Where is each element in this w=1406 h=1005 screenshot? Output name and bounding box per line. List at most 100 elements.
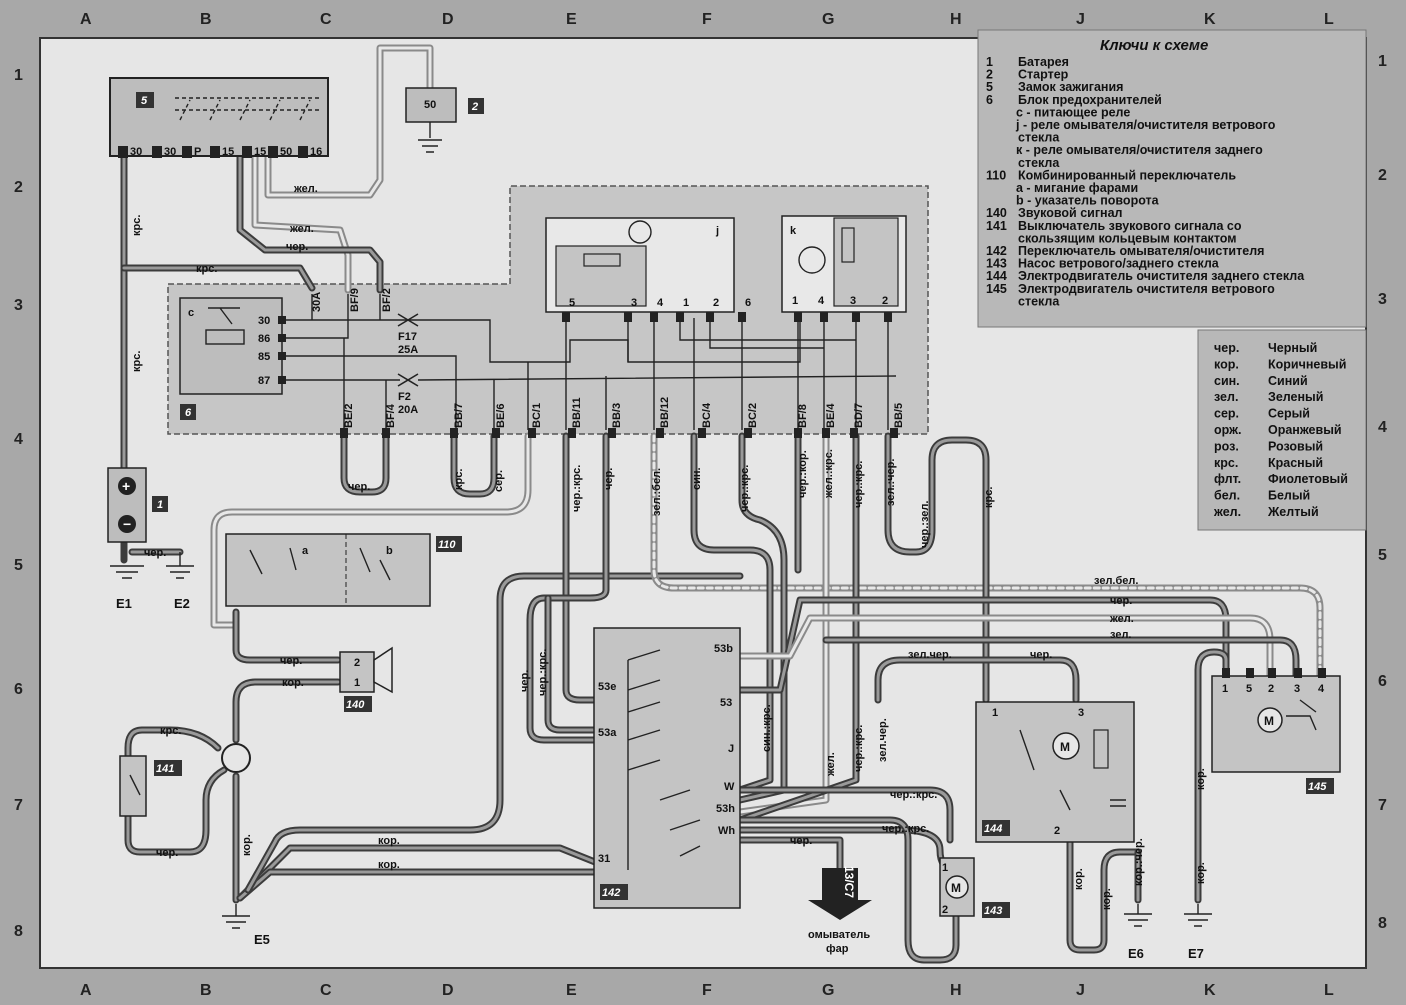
relay-j-pin-label: 6 xyxy=(745,297,751,309)
combination-switch-body xyxy=(225,533,431,607)
horn-icon xyxy=(373,646,393,694)
combination-switch-110: a b 110 xyxy=(225,533,462,607)
color-name: Зеленый xyxy=(1268,390,1323,404)
starter-ground-icon xyxy=(418,122,442,153)
fusebox-number: 6 xyxy=(185,407,192,419)
ignition-switch-number: 5 xyxy=(141,95,148,107)
fusebox-internal-wiring xyxy=(284,294,897,430)
ignition-terminal xyxy=(152,146,162,158)
wire-label-zhel-krs: жел.:крс. xyxy=(823,449,835,499)
wiper-switch-pin-label: 31 xyxy=(598,853,610,865)
ground-e1-icon xyxy=(110,565,144,579)
relay-c-pin-label: 85 xyxy=(258,351,270,363)
legend-item-text: Звуковой сигнал xyxy=(1018,206,1123,220)
windscreen-wiper-terminal xyxy=(1246,668,1254,678)
legend-item-text: Насос ветрового/заднего стекла xyxy=(1018,257,1220,271)
horn-switch-number: 141 xyxy=(156,763,174,775)
relay-k-terminal xyxy=(884,312,892,322)
wire-label-zel-bel-1: зел.:бел. xyxy=(651,468,663,516)
starter-2: 50 2 xyxy=(405,87,484,153)
connector-label: BF/8 xyxy=(797,404,809,428)
relay-c-terminal xyxy=(278,334,286,342)
color-abbr: сер. xyxy=(1214,407,1239,421)
grid-col-l: L xyxy=(1324,11,1334,28)
ground-e2-label: E2 xyxy=(174,596,190,611)
legend-item-text: Электродвигатель очистителя ветрового xyxy=(1018,282,1275,296)
legend-item-text: b - указатель поворота xyxy=(1016,194,1160,208)
relay-k-pin-label: 4 xyxy=(818,295,825,307)
relay-k-label: k xyxy=(790,225,797,237)
ground-e5-label: E5 xyxy=(254,932,270,947)
relay-j-label: j xyxy=(715,225,719,237)
legend-item-text: Блок предохранителей xyxy=(1018,93,1162,107)
connector-label: BB/12 xyxy=(659,397,671,428)
wire-label-cher-7: чер. xyxy=(519,670,531,692)
wire-label-cher-krs-6: чер.:крс. xyxy=(890,789,937,801)
connector-terminal xyxy=(850,428,858,438)
color-name: Красный xyxy=(1268,456,1323,470)
color-key-items: чер.Черныйкор.Коричневыйсин.Синийзел.Зел… xyxy=(1213,341,1348,519)
reference-text: омыватель фар xyxy=(808,929,873,955)
switch-b-label: b xyxy=(386,545,393,557)
wire-label-cher-9: чер. xyxy=(1030,649,1052,661)
rear-wiper-motor-body xyxy=(975,701,1135,843)
color-abbr: флт. xyxy=(1214,472,1241,486)
starter-body xyxy=(405,87,457,123)
grid-col-a: A xyxy=(80,11,92,28)
battery-1: + − 1 xyxy=(107,467,168,543)
color-abbr: чер. xyxy=(1214,341,1239,355)
grid-row-5-right: 5 xyxy=(1378,547,1387,564)
connector-terminal xyxy=(340,428,348,438)
wire-label-sin-krs: син.:крс. xyxy=(761,704,773,752)
washer-pump-motor-label: M xyxy=(951,881,961,895)
ground-e6-label: E6 xyxy=(1128,946,1144,961)
ignition-pin-label: 30 xyxy=(130,146,142,158)
color-abbr: бел. xyxy=(1214,489,1240,503)
grid-row-8-right: 8 xyxy=(1378,915,1387,932)
grid-row-8: 8 xyxy=(14,923,23,940)
wire-label-sin: син. xyxy=(691,467,703,490)
connector-label: BC/4 xyxy=(701,402,713,428)
reference-code: 13/C7 xyxy=(842,866,856,898)
grid-col-b: B xyxy=(200,11,212,28)
wire-label-cher-2: чер. xyxy=(348,481,370,493)
grid-col-k-bottom: K xyxy=(1204,982,1216,999)
battery-plus-icon xyxy=(118,477,136,495)
wire-label-krs-2: крс. xyxy=(131,351,143,372)
wire-label-zel-cher: зел.:чер. xyxy=(885,459,897,506)
ignition-pin-label: 30 xyxy=(164,146,176,158)
connector-terminal xyxy=(568,428,576,438)
color-abbr: кор. xyxy=(1214,357,1239,371)
relay-j-transistor-icon xyxy=(628,220,652,244)
legend-item-text: Переключатель омывателя/очистителя xyxy=(1018,244,1264,258)
color-name: Черный xyxy=(1268,341,1317,355)
relay-c-terminal xyxy=(278,316,286,324)
fuse-f2-rating: 20A xyxy=(398,404,418,416)
color-name: Белый xyxy=(1268,489,1310,503)
relay-j-pin-label: 5 xyxy=(569,297,575,309)
relay-k-terminal xyxy=(820,312,828,322)
grid-row-4: 4 xyxy=(14,431,23,448)
legend-item-text: стекла xyxy=(1018,156,1060,170)
grid-col-g-bottom: G xyxy=(822,982,834,999)
relay-c-pin-label: 86 xyxy=(258,333,270,345)
ignition-terminal xyxy=(242,146,252,158)
legend-item-text: Стартер xyxy=(1018,68,1069,82)
color-abbr: крс. xyxy=(1214,456,1238,470)
wiper-switch-pin-label: Wh xyxy=(718,825,735,837)
windscreen-wiper-pin-label: 2 xyxy=(1268,683,1274,695)
relay-k-coil-icon xyxy=(841,227,855,263)
washer-pump-tag xyxy=(982,902,1010,918)
grounds: E1 E2 E5 E6 E7 xyxy=(110,552,1212,961)
grid-col-d: D xyxy=(442,11,454,28)
wire-label-cher-10: чер. xyxy=(790,835,812,847)
rear-wiper-motor-icon xyxy=(1052,732,1080,760)
wire-label-kor-6: кор. xyxy=(1101,888,1113,910)
slip-ring-icon xyxy=(221,743,251,773)
m144-pin-2: 2 xyxy=(1054,825,1060,837)
connector-terminal xyxy=(382,428,390,438)
color-abbr: зел. xyxy=(1214,390,1238,404)
washer-pump-number: 143 xyxy=(984,905,1002,917)
